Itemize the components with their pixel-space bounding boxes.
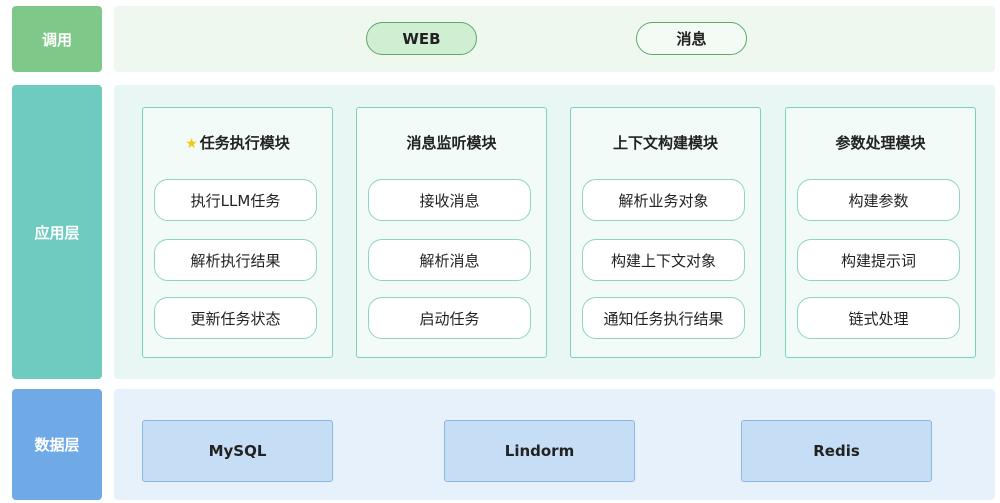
call-message-pill: 消息 [636,22,747,55]
call-layer: WEB 消息 [114,6,995,72]
module-item: 链式处理 [797,297,960,339]
layer-label-data: 数据层 [12,389,102,500]
store-lindorm: Lindorm [444,420,635,482]
module-task-execution: ★任务执行模块 执行LLM任务 解析执行结果 更新任务状态 [142,107,333,358]
module-item: 更新任务状态 [154,297,317,339]
layer-label-call: 调用 [12,6,102,72]
module-message-listener: 消息监听模块 接收消息 解析消息 启动任务 [356,107,547,358]
module-item: 构建上下文对象 [582,239,745,281]
module-item: 解析消息 [368,239,531,281]
module-item: 接收消息 [368,179,531,221]
module-title: 消息监听模块 [406,134,497,152]
module-context-builder: 上下文构建模块 解析业务对象 构建上下文对象 通知任务执行结果 [570,107,761,358]
module-item: 构建提示词 [797,239,960,281]
module-title-text: 任务执行模块 [199,134,290,152]
module-item: 启动任务 [368,297,531,339]
layer-label-app: 应用层 [12,85,102,379]
module-title: 参数处理模块 [835,134,926,152]
module-item: 通知任务执行结果 [582,297,745,339]
module-item: 构建参数 [797,179,960,221]
app-layer: ★任务执行模块 执行LLM任务 解析执行结果 更新任务状态 消息监听模块 接收消… [114,85,995,379]
module-item: 执行LLM任务 [154,179,317,221]
data-layer: MySQL Lindorm Redis [114,389,995,500]
call-web-pill: WEB [366,22,477,55]
star-icon: ★ [185,136,198,152]
module-item: 解析业务对象 [582,179,745,221]
store-redis: Redis [741,420,932,482]
store-mysql: MySQL [142,420,333,482]
module-item: 解析执行结果 [154,239,317,281]
module-parameter-processing: 参数处理模块 构建参数 构建提示词 链式处理 [785,107,976,358]
module-title: 上下文构建模块 [612,134,718,152]
module-title: ★任务执行模块 [143,132,332,153]
